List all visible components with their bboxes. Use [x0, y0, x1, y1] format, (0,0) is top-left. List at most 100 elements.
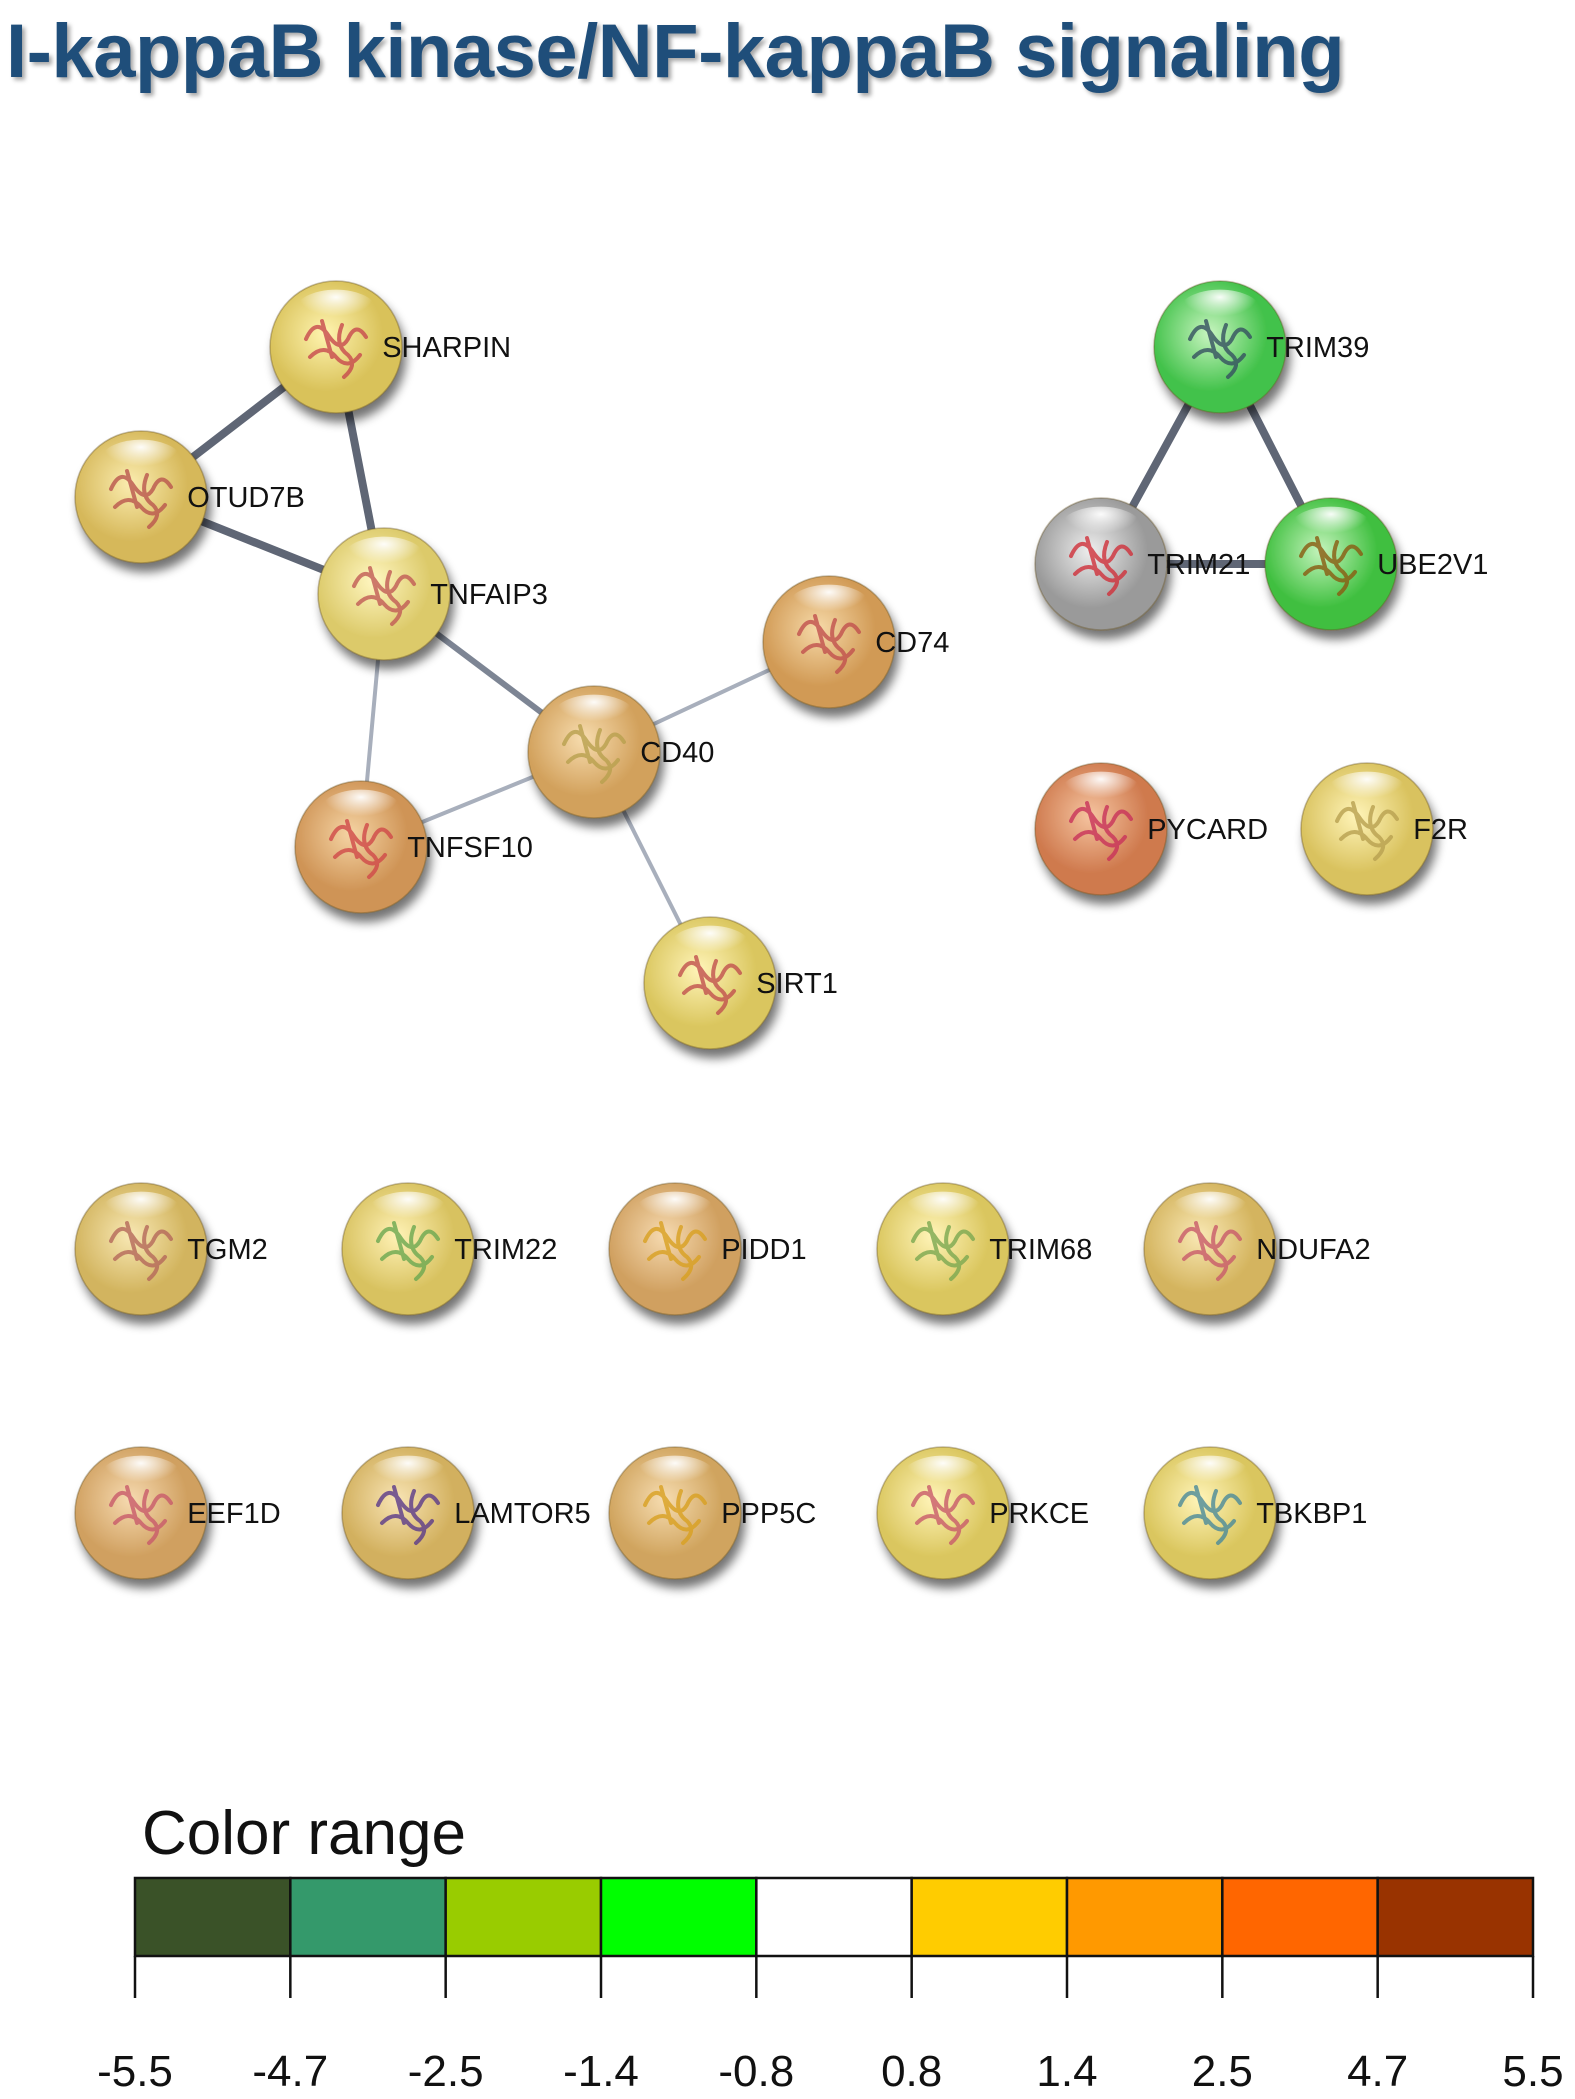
gloss-highlight	[100, 439, 182, 482]
gloss-highlight	[788, 584, 870, 627]
node-tnfsf10[interactable]: TNFSF10	[294, 780, 533, 914]
node-label: CD40	[640, 737, 714, 769]
gloss-highlight	[1169, 1191, 1251, 1234]
protein-structure-icon	[109, 469, 173, 529]
node-ndufa2[interactable]: NDUFA2	[1143, 1182, 1371, 1316]
node-tnfaip3[interactable]: TNFAIP3	[317, 527, 548, 661]
node-label: SIRT1	[756, 968, 838, 1000]
tick-label: 4.7	[1347, 2047, 1408, 2096]
tick-label: 5.5	[1502, 2047, 1563, 2096]
node-cd74[interactable]: CD74	[762, 575, 949, 709]
gloss-highlight	[100, 1191, 182, 1234]
protein-structure-icon	[643, 1485, 707, 1545]
gloss-highlight	[634, 1455, 716, 1498]
node-pidd1[interactable]: PIDD1	[608, 1182, 807, 1316]
node-label: UBE2V1	[1377, 549, 1488, 581]
node-trim68[interactable]: TRIM68	[876, 1182, 1092, 1316]
node-label: OTUD7B	[187, 482, 305, 514]
protein-structure-icon	[797, 614, 861, 674]
gloss-highlight	[1060, 506, 1142, 549]
node-tgm2[interactable]: TGM2	[74, 1182, 268, 1316]
gloss-highlight	[1169, 1455, 1251, 1498]
color-bin	[133, 1876, 292, 1958]
gloss-highlight	[1179, 289, 1261, 332]
protein-structure-icon	[1178, 1221, 1242, 1281]
node-trim22[interactable]: TRIM22	[341, 1182, 557, 1316]
protein-structure-icon	[1188, 319, 1252, 379]
color-bin	[1065, 1876, 1224, 1958]
node-label: TNFAIP3	[430, 579, 548, 611]
protein-structure-icon	[109, 1485, 173, 1545]
protein-structure-icon	[376, 1221, 440, 1281]
protein-network: SHARPIN OTUD7B TNFAIP3CD74CD40TNFSF10SIRT1…	[74, 280, 1488, 1580]
gloss-highlight	[1290, 506, 1372, 549]
protein-structure-icon	[376, 1485, 440, 1545]
node-ube2v1[interactable]: UBE2V1	[1264, 497, 1488, 631]
tick-label: -0.8	[718, 2047, 794, 2096]
gloss-highlight	[367, 1455, 449, 1498]
gloss-highlight	[343, 536, 425, 579]
node-sharpin[interactable]: SHARPIN	[269, 280, 511, 414]
gloss-highlight	[367, 1191, 449, 1234]
node-label: PPP5C	[721, 1498, 816, 1530]
node-label: PRKCE	[989, 1498, 1089, 1530]
node-label: PYCARD	[1147, 814, 1268, 846]
protein-structure-icon	[562, 724, 626, 784]
tick-label: -2.5	[408, 2047, 484, 2096]
node-label: TBKBP1	[1256, 1498, 1367, 1530]
gloss-highlight	[902, 1191, 984, 1234]
node-label: CD74	[875, 627, 949, 659]
node-cd40[interactable]: CD40	[527, 685, 714, 819]
protein-structure-icon	[643, 1221, 707, 1281]
gloss-highlight	[669, 925, 751, 968]
node-trim21[interactable]: TRIM21	[1034, 497, 1250, 631]
node-label: TNFSF10	[407, 832, 533, 864]
gloss-highlight	[1326, 771, 1408, 814]
tick-label: 0.8	[881, 2047, 942, 2096]
diagram-title: I-kappaB kinase/NF-kappaB signaling	[6, 9, 1345, 94]
color-bin	[910, 1876, 1069, 1958]
color-bin	[599, 1876, 758, 1958]
protein-structure-icon	[352, 566, 416, 626]
node-label: F2R	[1413, 814, 1468, 846]
node-trim39[interactable]: TRIM39	[1153, 280, 1369, 414]
color-bins	[133, 1876, 1535, 1958]
color-bin	[1376, 1876, 1535, 1958]
node-pycard[interactable]: PYCARD	[1034, 762, 1268, 896]
node-ppp5c[interactable]: PPP5C	[608, 1446, 816, 1580]
tick-label: -4.7	[252, 2047, 328, 2096]
protein-structure-icon	[1335, 801, 1399, 861]
gloss-highlight	[553, 694, 635, 737]
node-lamtor5[interactable]: LAMTOR5	[341, 1446, 591, 1580]
node-label: TRIM68	[989, 1234, 1092, 1266]
protein-structure-icon	[678, 955, 742, 1015]
node-label: LAMTOR5	[454, 1498, 590, 1530]
node-label: SHARPIN	[382, 332, 511, 364]
node-f2r[interactable]: F2R	[1300, 762, 1468, 896]
color-bin	[289, 1876, 447, 1958]
legend-title: Color range	[142, 1799, 466, 1868]
node-label: TRIM21	[1147, 549, 1250, 581]
node-sirt1[interactable]: SIRT1	[643, 916, 838, 1050]
protein-structure-icon	[1069, 801, 1133, 861]
color-bin	[444, 1876, 603, 1958]
node-label: NDUFA2	[1256, 1234, 1370, 1266]
gloss-highlight	[320, 789, 402, 832]
node-label: TGM2	[187, 1234, 268, 1266]
node-eef1d[interactable]: EEF1D	[74, 1446, 281, 1580]
node-label: PIDD1	[721, 1234, 806, 1266]
protein-structure-icon	[329, 819, 393, 879]
tick-label: -1.4	[563, 2047, 639, 2096]
protein-structure-icon	[1178, 1485, 1242, 1545]
node-prkce[interactable]: PRKCE	[876, 1446, 1089, 1580]
node-label: EEF1D	[187, 1498, 280, 1530]
node-otud7b[interactable]: OTUD7B	[74, 430, 305, 564]
gloss-highlight	[902, 1455, 984, 1498]
color-bin	[755, 1876, 913, 1958]
tick-label: 1.4	[1036, 2047, 1097, 2096]
gloss-highlight	[1060, 771, 1142, 814]
gloss-highlight	[295, 289, 377, 332]
node-tbkbp1[interactable]: TBKBP1	[1143, 1446, 1367, 1580]
color-bin	[1221, 1876, 1379, 1958]
